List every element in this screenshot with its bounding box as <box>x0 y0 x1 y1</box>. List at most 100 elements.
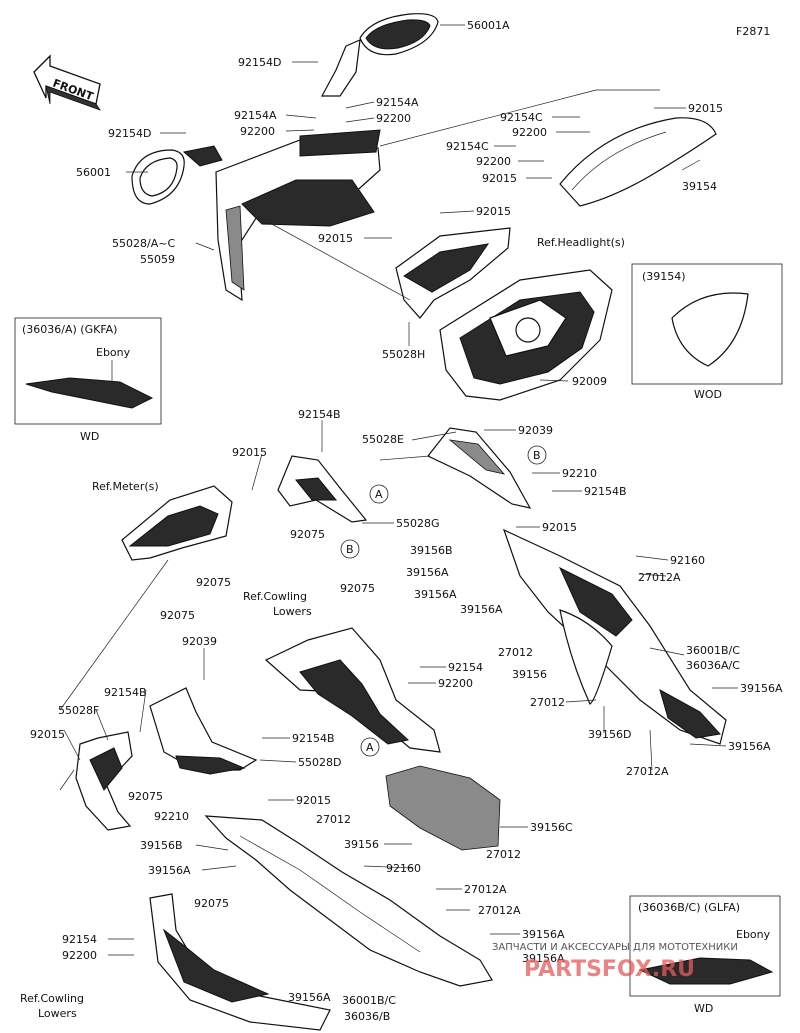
label-27012: 27012 <box>316 813 351 826</box>
inner-cover-55028E[interactable] <box>427 427 532 509</box>
inset-wd-right-caption: WD <box>694 1002 713 1015</box>
label-92075: 92075 <box>290 528 325 541</box>
ref-cowling-lowers-bottom: Ref.Cowling <box>20 992 84 1005</box>
label-92154D: 92154D <box>108 127 151 140</box>
heat-shield-39156C[interactable] <box>385 765 501 851</box>
label-92015: 92015 <box>30 728 65 741</box>
label-55028AC: 55028/A~C <box>112 237 175 250</box>
label-92015: 92015 <box>296 794 331 807</box>
svg-text:A: A <box>375 488 383 501</box>
label-39156A: 39156A <box>406 566 449 579</box>
label-92210: 92210 <box>154 810 189 823</box>
label-92200: 92200 <box>376 112 411 125</box>
label-39156A: 39156A <box>740 682 783 695</box>
label-92039: 92039 <box>182 635 217 648</box>
label-39156D: 39156D <box>588 728 631 741</box>
label-36001BC-bottom: 36001B/C <box>342 994 396 1007</box>
label-92154C: 92154C <box>500 111 543 124</box>
lower-bracket-bottom[interactable] <box>149 893 331 1031</box>
label-92075: 92075 <box>160 609 195 622</box>
label-55028D: 55028D <box>298 756 341 769</box>
mirror-56001[interactable] <box>131 145 223 205</box>
svg-text:A: A <box>366 741 374 754</box>
label-56001: 56001 <box>76 166 111 179</box>
label-92154B: 92154B <box>292 732 335 745</box>
label-55028H: 55028H <box>382 348 425 361</box>
label-92015: 92015 <box>542 521 577 534</box>
lower-cowl-left[interactable] <box>204 815 493 987</box>
label-92200: 92200 <box>512 126 547 139</box>
label-92075: 92075 <box>128 790 163 803</box>
label-92154B: 92154B <box>298 408 341 421</box>
leader-lines <box>59 24 738 956</box>
label-39156A: 39156A <box>288 991 331 1004</box>
label-27012A: 27012A <box>464 883 507 896</box>
label-39156A: 39156A <box>148 864 191 877</box>
label-92154A: 92154A <box>376 96 419 109</box>
label-55028G: 55028G <box>396 517 440 530</box>
label-39156A: 39156A <box>460 603 503 616</box>
center-inner-panel[interactable] <box>264 627 441 753</box>
label-39156A: 39156A <box>414 588 457 601</box>
meter-bracket[interactable] <box>121 485 233 561</box>
label-56001A: 56001A <box>467 19 510 32</box>
label-92075: 92075 <box>196 576 231 589</box>
ref-headlight: Ref.Headlight(s) <box>537 236 625 249</box>
ref-cowling-lowers-2: Lowers <box>273 605 312 618</box>
watermark-brand: PARTSFOX.RU <box>524 957 695 982</box>
label-55059: 55059 <box>140 253 175 266</box>
label-92039: 92039 <box>518 424 553 437</box>
label-39156B: 39156B <box>140 839 183 852</box>
lower-panel-55028DF[interactable] <box>75 687 258 831</box>
label-92015: 92015 <box>232 446 267 459</box>
windshield-39154[interactable] <box>559 117 717 207</box>
label-92075: 92075 <box>340 582 375 595</box>
label-92154A: 92154A <box>234 109 277 122</box>
label-92200: 92200 <box>240 125 275 138</box>
label-55028E: 55028E <box>362 433 404 446</box>
inner-cover-55028G[interactable] <box>277 455 368 523</box>
label-92200: 92200 <box>438 677 473 690</box>
callout-a-2: A <box>360 737 380 757</box>
label-92009: 92009 <box>572 375 607 388</box>
label-39156A: 39156A <box>522 928 565 941</box>
label-92015: 92015 <box>688 102 723 115</box>
inset-wd-right-title: (36036B/C) (GLFA) <box>638 901 740 914</box>
side-cowl-right-36001BC[interactable] <box>502 528 727 745</box>
headlight-assembly[interactable] <box>439 269 613 401</box>
label-27012: 27012 <box>530 696 565 709</box>
inset-wd-left-caption: WD <box>80 430 99 443</box>
label-92154D: 92154D <box>238 56 281 69</box>
label-92154C: 92154C <box>446 140 489 153</box>
label-36036B: 36036/B <box>344 1010 390 1023</box>
inset-wod: (39154) WOD <box>631 263 783 401</box>
inset-wd-left-color: Ebony <box>96 346 131 359</box>
duct-55028H[interactable] <box>395 227 511 319</box>
label-27012A: 27012A <box>638 571 681 584</box>
label-92154B: 92154B <box>104 686 147 699</box>
inset-wd-left-title: (36036/A) (GKFA) <box>22 323 117 336</box>
inset-wod-caption: WOD <box>694 388 722 401</box>
label-27012A: 27012A <box>626 765 669 778</box>
label-92200: 92200 <box>476 155 511 168</box>
label-27012: 27012 <box>486 848 521 861</box>
inset-wd-right: (36036B/C) (GLFA) Ebony WD <box>629 895 781 1015</box>
label-92015: 92015 <box>482 172 517 185</box>
callout-a-1: A <box>369 484 389 504</box>
figure-code: F2871 <box>736 25 770 38</box>
ref-cowling-lowers-bottom-2: Lowers <box>38 1007 77 1020</box>
label-39156C: 39156C <box>530 821 573 834</box>
label-27012A: 27012A <box>478 904 521 917</box>
label-39156: 39156 <box>344 838 379 851</box>
upper-bracket-55028[interactable] <box>215 129 381 302</box>
label-92200: 92200 <box>62 949 97 962</box>
front-arrow-icon: FRONT <box>33 54 102 111</box>
svg-text:B: B <box>533 449 541 462</box>
svg-text:B: B <box>346 543 354 556</box>
watermark-text: ЗАПЧАСТИ И АКСЕССУАРЫ ДЛЯ МОТОТЕХНИКИ <box>492 942 738 953</box>
mirror-56001A[interactable] <box>320 13 439 97</box>
label-39156A: 39156A <box>728 740 771 753</box>
ref-meter: Ref.Meter(s) <box>92 480 159 493</box>
label-55028F: 55028F <box>58 704 99 717</box>
